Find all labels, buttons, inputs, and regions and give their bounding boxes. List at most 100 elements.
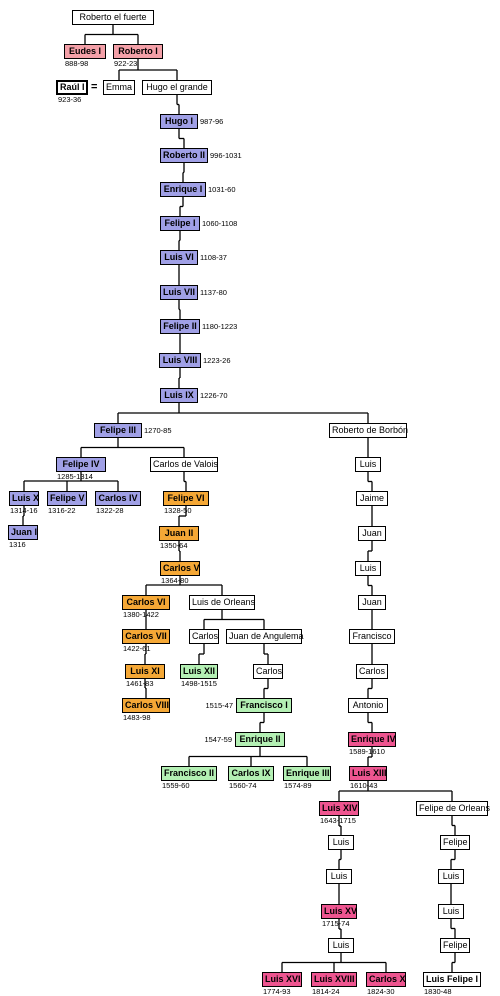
person-luis-felipe1: Luis Felipe I xyxy=(423,972,481,987)
person-eudes: Eudes I xyxy=(64,44,106,59)
reign-years-luis15: 1715-74 xyxy=(322,919,350,928)
person-luis8: Luis VIII xyxy=(159,353,201,368)
person-l-luis1: Luis xyxy=(328,835,354,850)
person-juan2: Juan II xyxy=(159,526,199,541)
reign-years-raul: 923-36 xyxy=(58,95,82,104)
person-felipe-orleans: Felipe de Orleans xyxy=(416,801,490,816)
person-o-luis1: Luis xyxy=(438,869,464,884)
person-hugo-grande: Hugo el grande xyxy=(142,80,212,95)
person-b-luis2: Luis xyxy=(355,561,381,576)
reign-years-enrique1: 1031-60 xyxy=(208,185,236,194)
person-l-luis3: Luis xyxy=(328,938,354,953)
person-carlos7: Carlos VII xyxy=(122,629,170,644)
reign-years-luis8: 1223-26 xyxy=(203,356,231,365)
person-roberto-borbon: Roberto de Borbón xyxy=(329,423,408,438)
marriage-sign: = xyxy=(91,81,98,93)
person-felipe6: Felipe VI xyxy=(163,491,209,506)
reign-years-luis7: 1137-80 xyxy=(200,288,227,297)
reign-years-carlos4: 1322-28 xyxy=(96,506,124,515)
reign-years-enrique3: 1574-89 xyxy=(284,781,312,790)
person-enrique2: Enrique II xyxy=(235,732,285,747)
person-felipe1: Felipe I xyxy=(160,216,200,231)
reign-years-felipe1: 1060-1108 xyxy=(202,219,238,228)
reign-years-carlos7: 1422-61 xyxy=(123,644,151,653)
person-b-antonio: Antonio xyxy=(348,698,388,713)
reign-years-carlos5: 1364-80 xyxy=(161,576,189,585)
person-raul: Raúl I xyxy=(56,80,88,95)
reign-years-felipe2: 1180-1223 xyxy=(202,322,238,331)
person-enrique3: Enrique III xyxy=(283,766,331,781)
reign-years-carlos6: 1380-1422 xyxy=(123,610,159,619)
person-carlos4: Carlos IV xyxy=(95,491,141,506)
person-felipe5: Felipe V xyxy=(47,491,87,506)
person-luis16: Luis XVI xyxy=(262,972,302,987)
person-emma: Emma xyxy=(103,80,135,95)
reign-years-luis-felipe1: 1830-48 xyxy=(424,987,452,996)
person-o-luis2: Luis xyxy=(438,904,464,919)
person-luis13: Luis XIII xyxy=(349,766,387,781)
person-b-jaime: Jaime xyxy=(356,491,388,506)
reign-years-felipe5: 1316-22 xyxy=(48,506,76,515)
person-enrique1: Enrique I xyxy=(160,182,206,197)
person-luis11: Luis XI xyxy=(125,664,165,679)
reign-years-luis13: 1610-43 xyxy=(350,781,378,790)
person-carlos9: Carlos IX xyxy=(228,766,274,781)
person-carlos5: Carlos V xyxy=(160,561,200,576)
reign-years-carlos10: 1824-30 xyxy=(367,987,395,996)
person-luis6: Luis VI xyxy=(160,250,198,265)
person-b-francisco: Francisco xyxy=(349,629,395,644)
person-luis7: Luis VII xyxy=(160,285,198,300)
reign-years-enrique2: 1547-59 xyxy=(204,735,232,744)
person-enrique4: Enrique IV xyxy=(348,732,396,747)
person-roberto-fuerte: Roberto el fuerte xyxy=(72,10,154,25)
person-carlos-a: Carlos xyxy=(253,664,283,679)
reign-years-carlos8: 1483-98 xyxy=(123,713,151,722)
person-felipe3: Felipe III xyxy=(94,423,142,438)
person-luis10: Luis X xyxy=(9,491,39,506)
person-b-carlos: Carlos xyxy=(356,664,388,679)
person-luis18: Luis XVIII xyxy=(311,972,357,987)
reign-years-juan2: 1350-64 xyxy=(160,541,188,550)
reign-years-eudes: 888-98 xyxy=(65,59,89,68)
reign-years-felipe3: 1270-85 xyxy=(144,426,172,435)
reign-years-roberto2: 996-1031 xyxy=(210,151,242,160)
person-felipe2: Felipe II xyxy=(160,319,200,334)
person-luis-orleans: Luis de Orleans xyxy=(189,595,255,610)
person-carlos10: Carlos X xyxy=(366,972,406,987)
person-o-felipe2: Felipe xyxy=(440,938,470,953)
reign-years-luis6: 1108-37 xyxy=(200,253,227,262)
reign-years-luis12: 1498-1515 xyxy=(181,679,217,688)
person-felipe4: Felipe IV xyxy=(56,457,106,472)
person-o-felipe1: Felipe xyxy=(440,835,470,850)
person-juan1: Juan I xyxy=(8,525,38,540)
reign-years-juan1: 1316 xyxy=(9,540,26,549)
reign-years-francisco2: 1559-60 xyxy=(162,781,190,790)
person-luis14: Luis XIV xyxy=(319,801,359,816)
person-francisco1: Francisco I xyxy=(236,698,292,713)
person-hugo1: Hugo I xyxy=(160,114,198,129)
person-roberto2: Roberto II xyxy=(160,148,208,163)
reign-years-francisco1: 1515-47 xyxy=(205,701,233,710)
person-carlos8: Carlos VIII xyxy=(122,698,170,713)
person-luis12: Luis XII xyxy=(180,664,218,679)
person-luis9: Luis IX xyxy=(160,388,198,403)
reign-years-carlos9: 1560-74 xyxy=(229,781,257,790)
person-carlos6: Carlos VI xyxy=(122,595,170,610)
person-luis15: Luis XV xyxy=(321,904,357,919)
person-carlos-o: Carlos xyxy=(189,629,219,644)
person-b-juan2: Juan xyxy=(358,595,386,610)
reign-years-luis9: 1226-70 xyxy=(200,391,228,400)
person-juan-angulema: Juan de Angulema xyxy=(226,629,304,644)
reign-years-luis18: 1814-24 xyxy=(312,987,340,996)
reign-years-felipe4: 1285-1314 xyxy=(57,472,93,481)
person-roberto1: Roberto I xyxy=(113,44,163,59)
reign-years-luis16: 1774-93 xyxy=(263,987,291,996)
reign-years-felipe6: 1328-50 xyxy=(164,506,192,515)
person-carlos-valois: Carlos de Valois xyxy=(150,457,218,472)
reign-years-luis10: 1314-16 xyxy=(10,506,38,515)
person-l-luis2: Luis xyxy=(326,869,352,884)
person-b-luis1: Luis xyxy=(355,457,381,472)
reign-years-enrique4: 1589-1610 xyxy=(349,747,385,756)
